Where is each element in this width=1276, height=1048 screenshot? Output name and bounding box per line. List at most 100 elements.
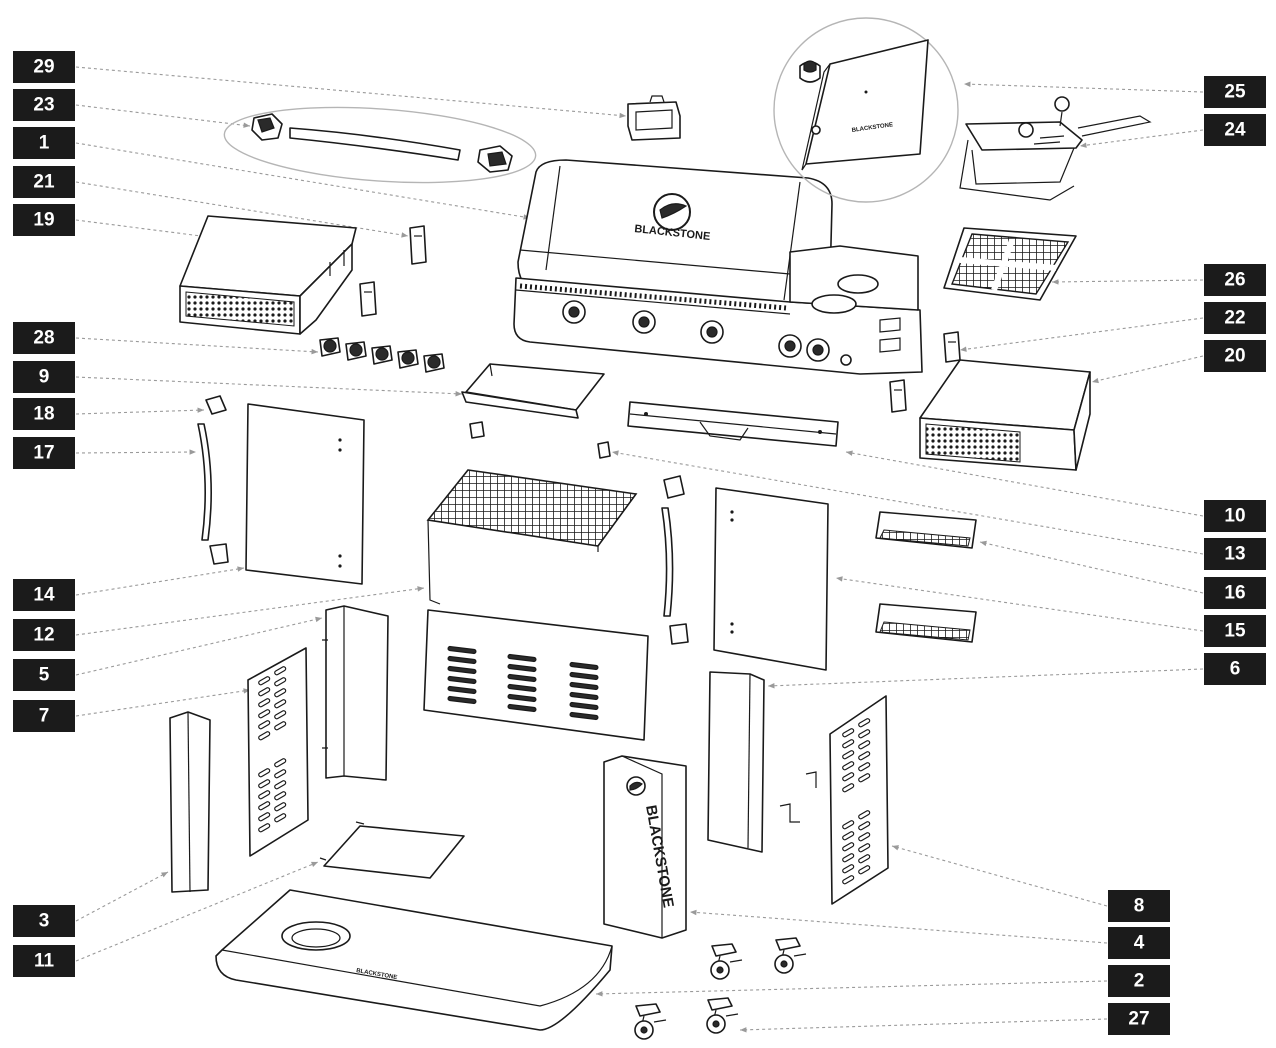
svg-text:3: 3 [39, 911, 50, 932]
callout-28: 28 [13, 322, 75, 354]
callout-18: 18 [13, 398, 75, 430]
svg-text:7: 7 [39, 706, 50, 727]
side-vent-slot [274, 780, 287, 790]
vent-slot [507, 663, 537, 673]
side-vent-slot [858, 740, 871, 750]
leader-arrowhead [315, 616, 322, 623]
vent-slot [569, 701, 599, 711]
leader-line [75, 142, 531, 219]
leader-line [75, 219, 233, 241]
svg-text:29: 29 [33, 57, 54, 78]
leader-arrowhead [836, 576, 843, 582]
part-1-griddle-hood: BLACKSTONE [513, 159, 923, 375]
leader-arrowhead [846, 450, 853, 456]
part-back-panel [423, 609, 649, 741]
leader-arrowhead [455, 390, 462, 397]
side-vent-slot [858, 843, 871, 853]
callout-15: 15 [1204, 615, 1266, 647]
part-28-control-knobs [319, 337, 445, 373]
leader-line [845, 451, 1204, 517]
side-vent-slot [258, 823, 271, 833]
side-vent-slot [842, 772, 855, 782]
leader-line [979, 541, 1204, 594]
svg-text:13: 13 [1224, 544, 1245, 565]
leader-line [75, 66, 627, 117]
side-vent-slot [858, 718, 871, 728]
side-vent-slot [842, 853, 855, 863]
vent-slot [507, 683, 537, 693]
vent-slot [569, 711, 599, 721]
svg-text:14: 14 [33, 585, 55, 606]
part-29-small-bin [627, 95, 681, 141]
side-vent-slot [858, 821, 871, 831]
side-vent-slot [258, 731, 271, 741]
leader-line [1051, 279, 1204, 283]
side-vent-slot [274, 791, 287, 801]
leader-arrowhead [1092, 377, 1099, 384]
vent-slot [447, 685, 477, 695]
leader-arrowhead [197, 407, 204, 413]
callout-11: 11 [13, 945, 75, 977]
part-23-handle-set [223, 106, 537, 184]
part-26-burner-grate [943, 227, 1077, 301]
side-vent-slot [858, 832, 871, 842]
vent-slot [507, 693, 537, 703]
svg-text:12: 12 [33, 625, 54, 646]
leader-arrowhead [619, 112, 626, 119]
leader-line [611, 451, 1204, 555]
side-vent-slot [274, 802, 287, 812]
part-17-18-left-door-handle [197, 395, 229, 565]
side-vent-slot [858, 854, 871, 864]
callout-12: 12 [13, 619, 75, 651]
part-3-leg-post [169, 711, 211, 893]
side-vent-slot [842, 831, 855, 841]
vent-slot [507, 703, 537, 713]
svg-text:23: 23 [33, 95, 54, 116]
part-19-left-side-shelf [179, 215, 357, 335]
callout-6: 6 [1204, 653, 1266, 685]
side-vent-slot [858, 729, 871, 739]
side-vent-slot [858, 810, 871, 820]
vent-slot [447, 695, 477, 705]
callout-8: 8 [1108, 890, 1170, 922]
callout-20: 20 [1204, 340, 1266, 372]
svg-text:21: 21 [33, 172, 55, 193]
leader-arrowhead [740, 1027, 747, 1033]
svg-text:11: 11 [34, 951, 55, 972]
callout-7: 7 [13, 700, 75, 732]
side-vent-slot [274, 710, 287, 720]
side-vent-slot [274, 677, 287, 687]
leader-line [75, 617, 323, 676]
leader-line [75, 871, 169, 922]
side-vent-slot [842, 820, 855, 830]
part-20-right-side-shelf [919, 359, 1091, 471]
leader-arrowhead [237, 566, 244, 572]
callout-24: 24 [1204, 114, 1266, 146]
svg-text:1: 1 [39, 133, 50, 154]
callout-19: 19 [13, 204, 75, 236]
side-vent-slot [842, 783, 855, 793]
leader-line [75, 861, 319, 962]
part-6-right-inner-panel [707, 671, 765, 853]
leader-line [767, 668, 1204, 687]
callout-5: 5 [13, 659, 75, 691]
callout-26: 26 [1204, 264, 1266, 296]
side-vent-slot [842, 739, 855, 749]
side-vent-slot [258, 779, 271, 789]
svg-text:10: 10 [1224, 506, 1245, 527]
part-10-front-rail [627, 401, 839, 447]
part-5-inner-side-panel [322, 605, 389, 781]
leader-arrowhead [401, 232, 408, 238]
vent-slot [507, 653, 537, 663]
svg-text:24: 24 [1224, 120, 1246, 141]
leader-line [1091, 355, 1204, 383]
leader-arrowhead [243, 122, 250, 128]
side-vent-slot [274, 813, 287, 823]
leader-arrowhead [768, 683, 775, 689]
callout-25: 25 [1204, 76, 1266, 108]
side-vent-slot [858, 773, 871, 783]
vent-slot [447, 645, 477, 655]
side-vent-slot [258, 720, 271, 730]
side-vent-slot [258, 801, 271, 811]
svg-text:5: 5 [39, 665, 50, 686]
